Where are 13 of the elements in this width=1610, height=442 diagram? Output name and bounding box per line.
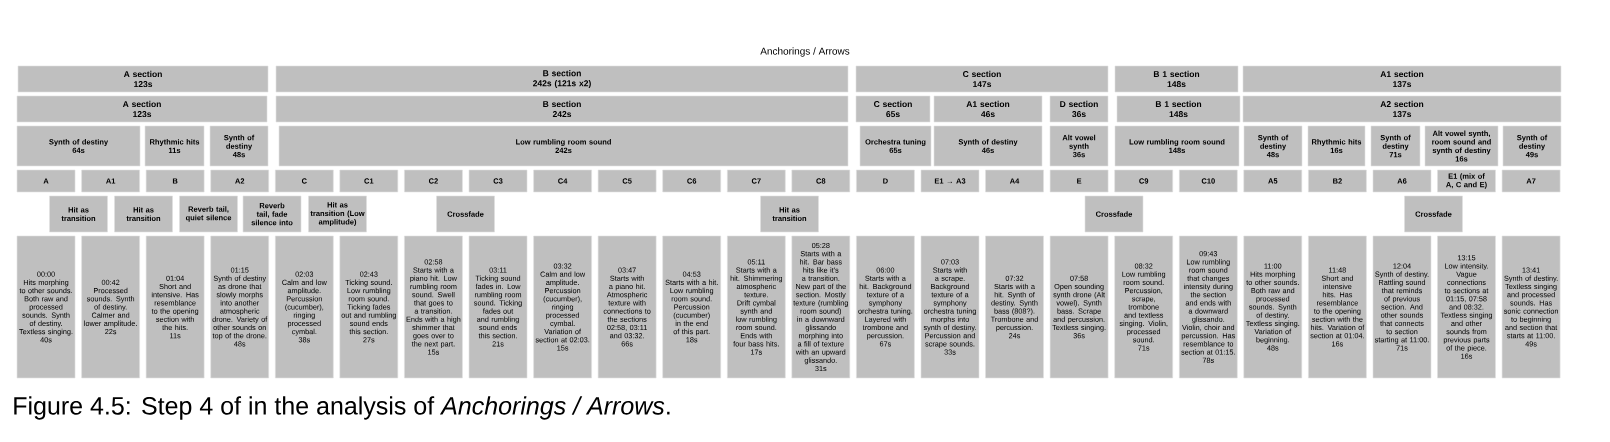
title: Anchorings / Arrows [760,47,850,57]
section-box: A section 123s [17,65,269,93]
section-box: C section 65s [855,95,931,123]
section-box: B section 242s (121s x2) [275,65,849,93]
section-box: C section 147s [855,65,1109,93]
section-box: A1 section 137s [1242,65,1562,93]
section-box: A1 section 46s [933,95,1043,123]
section-box: B 1 section 148s [1114,65,1239,93]
section-box: A section 123s [16,95,268,123]
section-box: B 1 section 148s [1116,95,1241,123]
caption: Figure 4.5: Step 4 of in the analysis of Anchorings / Arrows. [14,396,670,420]
section-box: D section 36s [1049,95,1109,123]
section-box: B section 242s [275,95,849,123]
